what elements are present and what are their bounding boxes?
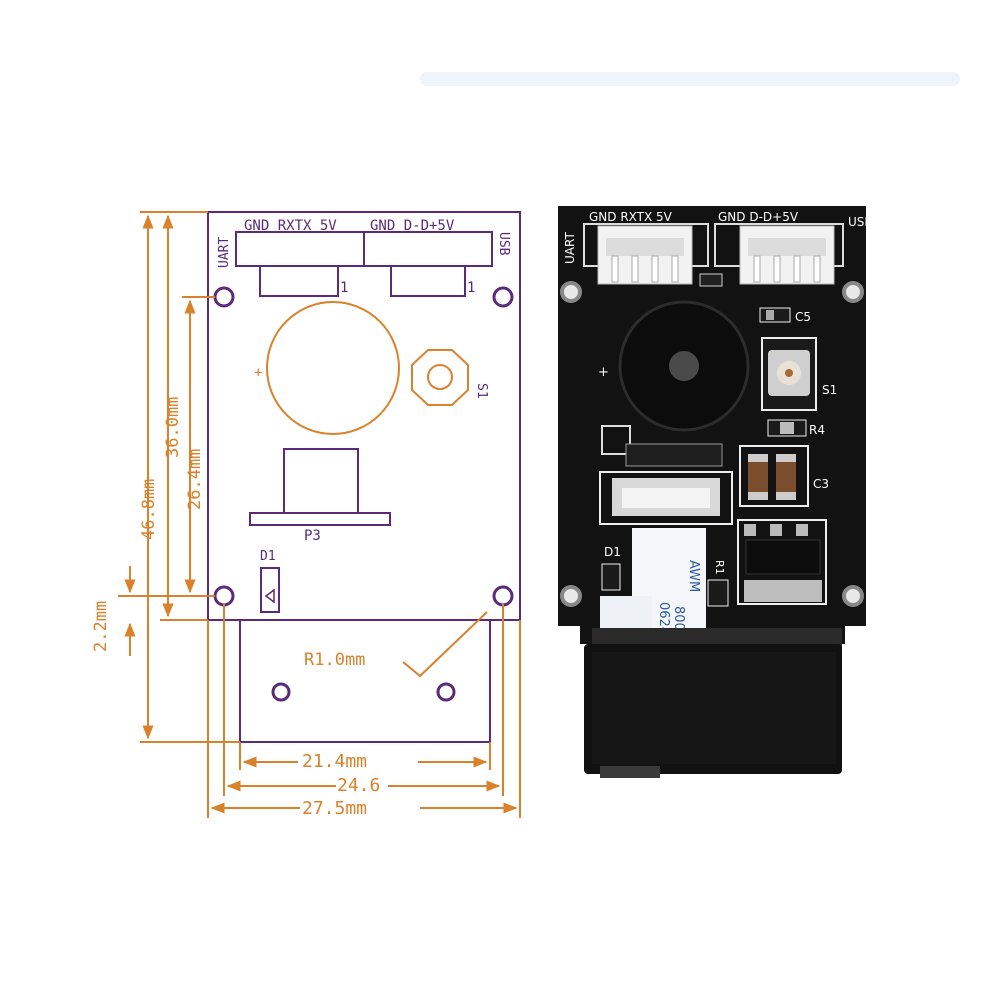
switch-footprint <box>411 349 469 406</box>
usb-side-label: USB <box>496 232 511 256</box>
switch-label: S1 <box>474 383 489 399</box>
photo-scan-engine <box>584 628 842 778</box>
photo-usb-pin-labels: GND D-D+5V <box>718 210 799 224</box>
photo-d1-label: D1 <box>604 545 621 559</box>
dim-mid-width: 24.6 <box>337 775 380 796</box>
svg-text:800: 800 <box>671 606 686 631</box>
technical-drawing: GND RXTX 5V GND D-D+5V UART USB 1 1 + S1… <box>91 211 521 819</box>
photo-uart-side-label: UART <box>563 232 577 264</box>
photo-c3-capacitors <box>739 445 809 507</box>
photo-r1-label: R1 <box>713 560 726 575</box>
dim-hole-spacing: 26.4mm <box>185 449 205 510</box>
photo-c5-label: C5 <box>795 310 811 324</box>
uart-header-outline <box>235 231 365 267</box>
dim-inner-width: 21.4mm <box>302 751 367 772</box>
board-outline <box>207 211 521 743</box>
photo-regulator <box>737 519 827 605</box>
photo-uart-pin-labels: GND RXTX 5V <box>589 210 673 224</box>
dim-total-height: 46.8mm <box>139 479 159 540</box>
usb-header-outline <box>363 231 493 267</box>
photo-usb-side-label: USB <box>848 215 873 229</box>
pin1-marker-uart: 1 <box>340 280 348 296</box>
photo-usb-connector <box>714 223 844 285</box>
photo-buzzer-plus: + <box>598 365 609 380</box>
pin1-marker-usb: 1 <box>467 280 475 296</box>
radius-leader <box>402 611 488 678</box>
photo-fpc-connector <box>599 443 733 525</box>
photo-r4-label: R4 <box>809 423 825 437</box>
diode-footprint <box>260 567 280 613</box>
header-footprints <box>235 231 493 297</box>
photo-s1-label: S1 <box>822 383 837 397</box>
photo-switch <box>761 337 817 411</box>
svg-text:AWM: AWM <box>686 560 701 592</box>
radius-label: R1.0mm <box>304 650 365 670</box>
uart-pin-labels: GND RXTX 5V <box>244 218 337 234</box>
product-photo: GND RXTX 5V GND D-D+5V UART USB + <box>420 72 960 778</box>
diode-label: D1 <box>260 549 276 564</box>
vertical-dimensions <box>118 211 240 743</box>
photo-uart-connector <box>583 223 709 285</box>
buzzer-plus-mark: + <box>254 365 262 381</box>
pcb-mount-holes <box>560 281 864 607</box>
usb-pin-labels: GND D-D+5V <box>370 218 455 234</box>
dim-offset: 2.2mm <box>91 601 111 652</box>
dim-total-width: 27.5mm <box>302 798 367 819</box>
svg-text:0624: 0624 <box>656 602 671 635</box>
mounting-holes <box>213 286 514 702</box>
uart-side-label: UART <box>217 237 232 268</box>
dim-board-height: 36.0mm <box>163 397 183 458</box>
photo-c3-label: C3 <box>813 477 829 491</box>
buzzer-footprint <box>266 301 400 435</box>
connector-label: P3 <box>304 528 321 544</box>
connector-footprint <box>249 448 391 526</box>
